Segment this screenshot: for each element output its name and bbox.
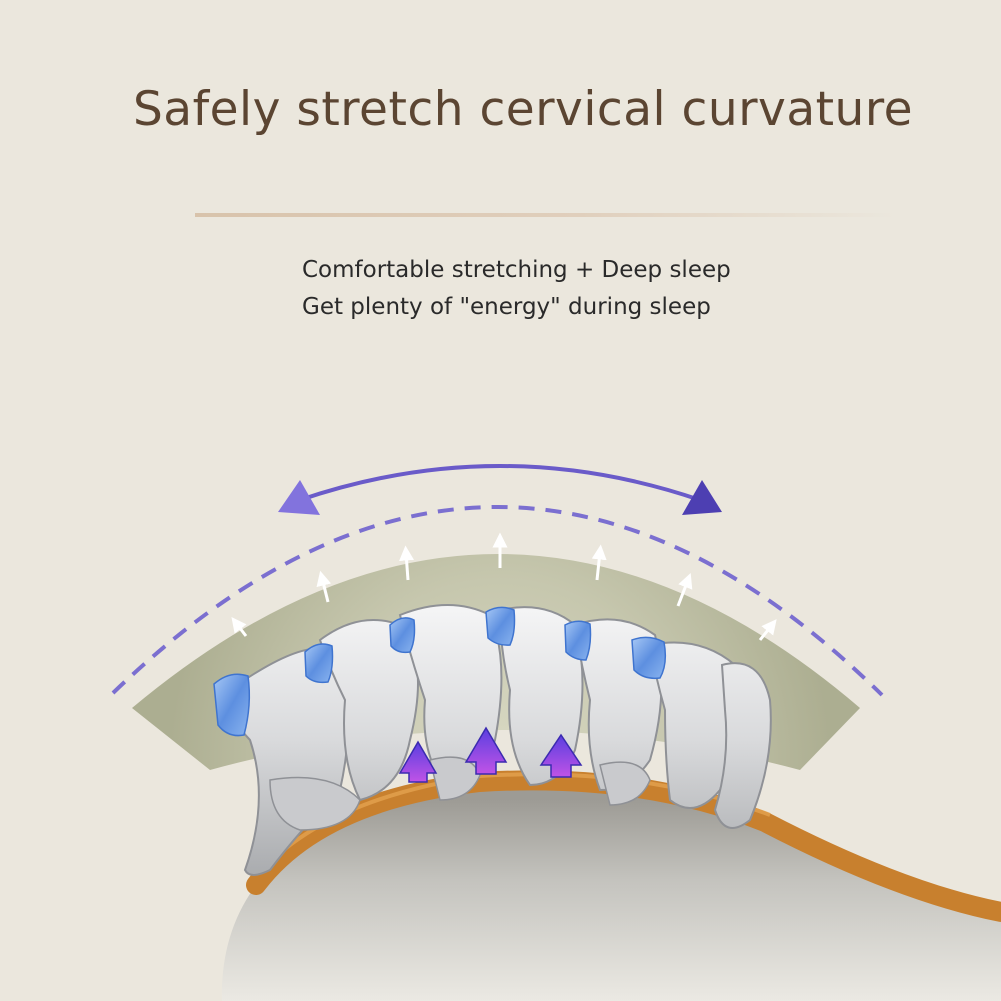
double-arc-arrow-icon: [278, 464, 722, 515]
subtitle-line-1: Comfortable stretching + Deep sleep: [302, 257, 731, 283]
title-divider: [195, 213, 895, 217]
up-arrow-icon: [231, 532, 777, 641]
page-title: Safely stretch cervical curvature: [132, 82, 914, 137]
cervical-spine: [213, 604, 772, 876]
support-arrow-icon: [398, 726, 583, 783]
subtitle-line-2: Get plenty of "energy" during sleep: [302, 294, 711, 320]
intervertebral-discs: [213, 606, 667, 737]
dashed-arc: [111, 505, 884, 697]
